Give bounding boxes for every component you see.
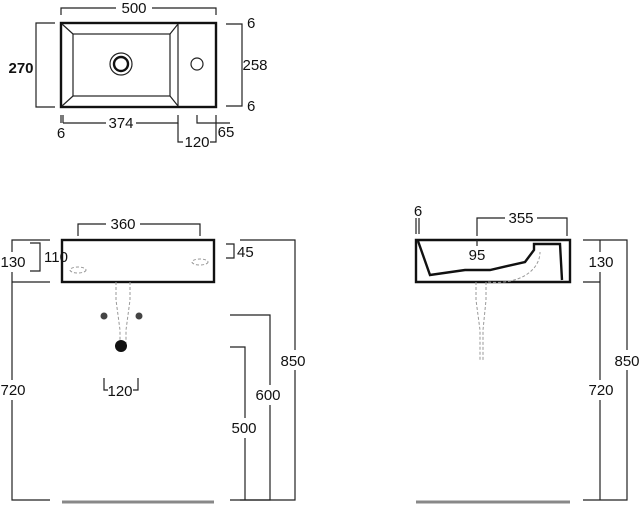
dim-height: 130 xyxy=(588,254,613,271)
dim-inner-depth: 258 xyxy=(242,57,267,74)
waste-pipe xyxy=(115,282,131,345)
tap-hole-icon xyxy=(190,57,204,71)
dim-drain-offset: 95 xyxy=(469,247,486,264)
dim-supply-height: 500 xyxy=(231,420,256,437)
dim-waste-height: 600 xyxy=(255,387,280,404)
waste-pipe-side xyxy=(475,251,541,360)
dim-height: 130 xyxy=(0,254,25,271)
dim-bracket-spacing: 360 xyxy=(110,216,135,233)
dim-rim-bottom: 6 xyxy=(247,98,255,115)
side-view: 6 355 95 130 850 720 xyxy=(414,203,641,504)
dim-floor-to-top: 850 xyxy=(614,353,639,370)
basin-front xyxy=(60,238,216,284)
dim-width: 500 xyxy=(121,0,146,17)
basin-side xyxy=(414,238,572,284)
dim-floor-to-top: 850 xyxy=(280,353,305,370)
dim-rim-top: 6 xyxy=(247,15,255,32)
dim-floor-to-bottom: 720 xyxy=(588,382,613,399)
dim-supply-spacing: 120 xyxy=(107,383,132,400)
dim-inner-height: 110 xyxy=(44,249,68,266)
dim-basin-width: 374 xyxy=(108,115,133,132)
dim-floor-to-bottom: 720 xyxy=(0,382,25,399)
waste-outlet-icon xyxy=(115,340,127,352)
dim-deck-width: 120 xyxy=(184,134,209,151)
basin-bowl xyxy=(72,33,171,97)
dim-projection: 355 xyxy=(508,210,533,227)
front-view: 360 130 110 720 45 120 850 600 500 xyxy=(0,216,310,504)
top-view: 500 270 258 6 6 374 6 120 65 xyxy=(8,0,267,151)
dim-tap-offset: 65 xyxy=(218,124,235,141)
dim-fixing-height: 45 xyxy=(237,244,254,261)
dim-rim: 6 xyxy=(414,203,422,220)
supply-right-icon xyxy=(135,312,143,320)
supply-left-icon xyxy=(100,312,108,320)
basin-outline xyxy=(59,21,218,109)
dim-rim-left: 6 xyxy=(57,125,65,142)
dim-depth: 270 xyxy=(8,60,33,77)
drain-icon xyxy=(109,52,133,76)
